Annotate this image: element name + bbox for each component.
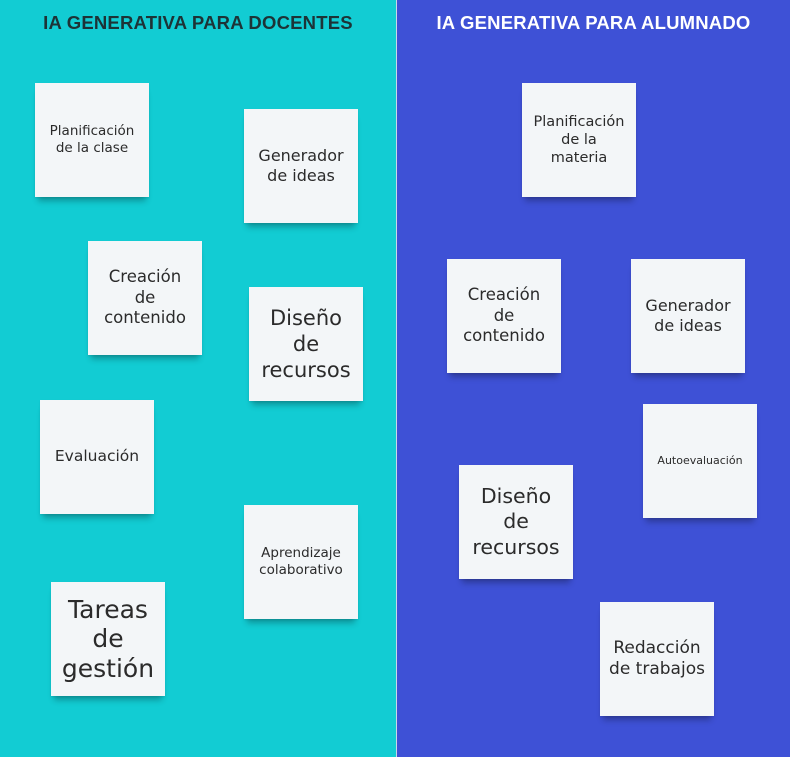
sticky-note[interactable]: Planificación de la clase bbox=[35, 83, 149, 197]
students-panel-title: IA GENERATIVA PARA ALUMNADO bbox=[436, 12, 751, 33]
sticky-note-text: Planificación de la clase bbox=[49, 123, 135, 156]
sticky-note-text: Aprendizaje colaborativo bbox=[259, 545, 343, 578]
sticky-note[interactable]: Creación de contenido bbox=[88, 241, 202, 355]
sticky-note-text: Redacción de trabajos bbox=[609, 637, 705, 679]
sticky-note-text: Autoevaluación bbox=[657, 454, 743, 468]
sticky-note-text: Evaluación bbox=[54, 447, 140, 466]
sticky-note-text: Diseño de recursos bbox=[261, 305, 351, 383]
sticky-note-text: Planificación de la materia bbox=[533, 113, 625, 167]
panel-divider bbox=[396, 0, 397, 757]
sticky-note[interactable]: Creación de contenido bbox=[447, 259, 561, 373]
sticky-note[interactable]: Planificación de la materia bbox=[522, 83, 636, 197]
sticky-note[interactable]: Generador de ideas bbox=[244, 109, 358, 223]
sticky-note[interactable]: Diseño de recursos bbox=[249, 287, 363, 401]
sticky-note-text: Generador de ideas bbox=[645, 296, 731, 335]
sticky-note[interactable]: Tareas de gestión bbox=[51, 582, 165, 696]
sticky-note-text: Diseño de recursos bbox=[472, 483, 560, 559]
teachers-panel-title: IA GENERATIVA PARA DOCENTES bbox=[43, 12, 353, 33]
sticky-note-text: Creación de contenido bbox=[104, 267, 186, 328]
sticky-note[interactable]: Autoevaluación bbox=[643, 404, 757, 518]
sticky-note-text: Tareas de gestión bbox=[61, 594, 155, 683]
sticky-note[interactable]: Redacción de trabajos bbox=[600, 602, 714, 716]
sticky-note[interactable]: Aprendizaje colaborativo bbox=[244, 505, 358, 619]
sticky-note[interactable]: Evaluación bbox=[40, 400, 154, 514]
sticky-note-text: Creación de contenido bbox=[463, 285, 545, 346]
sticky-note-text: Generador de ideas bbox=[258, 146, 344, 185]
sticky-note[interactable]: Diseño de recursos bbox=[459, 465, 573, 579]
sticky-note[interactable]: Generador de ideas bbox=[631, 259, 745, 373]
